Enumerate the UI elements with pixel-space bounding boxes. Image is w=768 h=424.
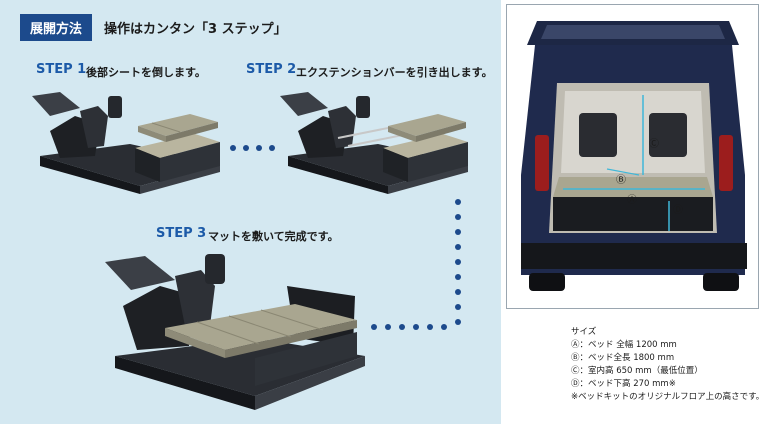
step-1-description: 後部シートを倒します。 [86, 66, 206, 79]
spec-footnote: ※ベッドキットのオリジナルフロア上の高さです。 [571, 392, 765, 402]
vehicle-rear-photo: Ⓑ Ⓒ Ⓐ Ⓓ [506, 4, 759, 309]
step-3-label: STEP 3 [156, 226, 207, 241]
vehicle-illustration: Ⓑ Ⓒ Ⓐ Ⓓ [507, 5, 758, 308]
marker-c: Ⓒ [649, 138, 659, 150]
step-3-illustration [105, 254, 365, 410]
instructions-panel: 展開方法 操作はカンタン「3 ステップ」 STEP 1 後部シートを倒します。 … [0, 0, 501, 424]
step-connector-dots-1 [230, 145, 275, 151]
step-3-description: マットを敷いて完成です。 [208, 230, 339, 243]
step-2-label: STEP 2 [246, 62, 297, 77]
step-1-illustration [32, 92, 220, 194]
spec-under-bed-height: Ⓓ：ベッド下高 270 mm※ [571, 379, 676, 389]
section-badge: 展開方法 [20, 14, 92, 41]
step-2-description: エクステンションバーを引き出します。 [296, 66, 493, 79]
marker-b: Ⓑ [616, 174, 626, 186]
marker-d: Ⓓ [673, 204, 683, 216]
marker-a: Ⓐ [627, 194, 637, 206]
step-1-label: STEP 1 [36, 62, 87, 77]
step-2-illustration [280, 92, 468, 194]
step-connector-dots-3 [371, 324, 447, 330]
size-specifications: サイズ Ⓐ：ベッド 全幅 1200 mm Ⓑ：ベッド全長 1800 mm Ⓒ：室… [571, 326, 765, 404]
section-title: 操作はカンタン「3 ステップ」 [104, 22, 287, 37]
spec-bed-length: Ⓑ：ベッド全長 1800 mm [571, 353, 675, 363]
step-connector-dots-2 [455, 199, 461, 325]
specs-title: サイズ [571, 327, 597, 337]
spec-interior-height: Ⓒ：室内高 650 mm（最低位置） [571, 366, 703, 376]
spec-bed-width: Ⓐ：ベッド 全幅 1200 mm [571, 340, 677, 350]
